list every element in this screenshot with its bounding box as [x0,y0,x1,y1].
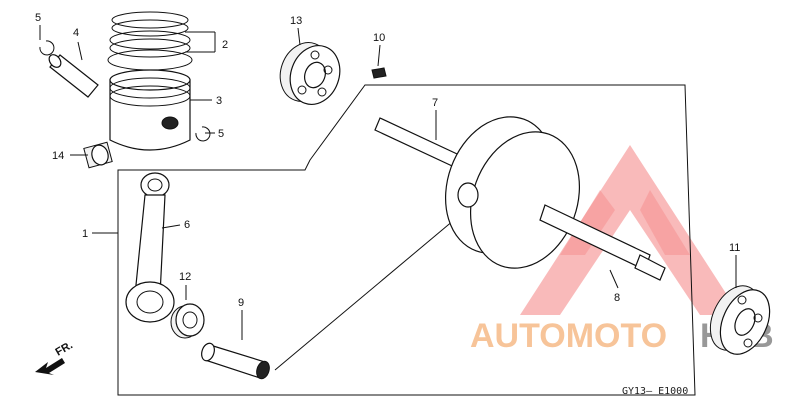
crank-pin-leader [274,214,461,371]
crankshaft [374,116,666,281]
part-number-10: 10 [373,32,385,44]
part-number-4: 4 [73,27,79,39]
part-number-3: 3 [216,95,222,107]
part-number-11: 11 [729,242,740,254]
part-number-8: 8 [614,292,620,304]
part-number-12: 12 [179,271,191,283]
woodruff-key [371,67,387,79]
pin-clip-lower [195,126,211,142]
part-number-5-top: 5 [35,12,41,24]
leader-lines [39,25,737,340]
needle-bearing-large [170,303,205,339]
connecting-rod [125,172,175,323]
needle-bearing-small [83,141,113,169]
svg-text:AUTOMOTO: AUTOMOTO [470,317,667,355]
pin-clip-top [39,40,55,56]
ball-bearing-11 [709,285,771,355]
piston-rings [107,11,193,71]
watermark-logo: AUTOMOTO HUB [470,145,774,355]
part-number-2: 2 [222,39,228,51]
piston [109,69,191,151]
part-number-9: 9 [238,297,244,309]
front-label: FR. [54,339,75,358]
part-number-14: 14 [52,150,64,162]
crank-pin [201,342,270,380]
piston-pin [48,54,99,98]
assembly-frame [117,84,696,396]
part-number-5-lower: 5 [218,128,224,140]
part-number-6: 6 [184,219,190,231]
part-number-1: 1 [82,228,88,240]
ball-bearing-13 [279,42,341,105]
front-arrow-icon [35,358,65,375]
diagram-code: GY13— E1000 [622,386,688,397]
part-number-7: 7 [432,97,438,109]
part-number-13: 13 [290,15,302,27]
